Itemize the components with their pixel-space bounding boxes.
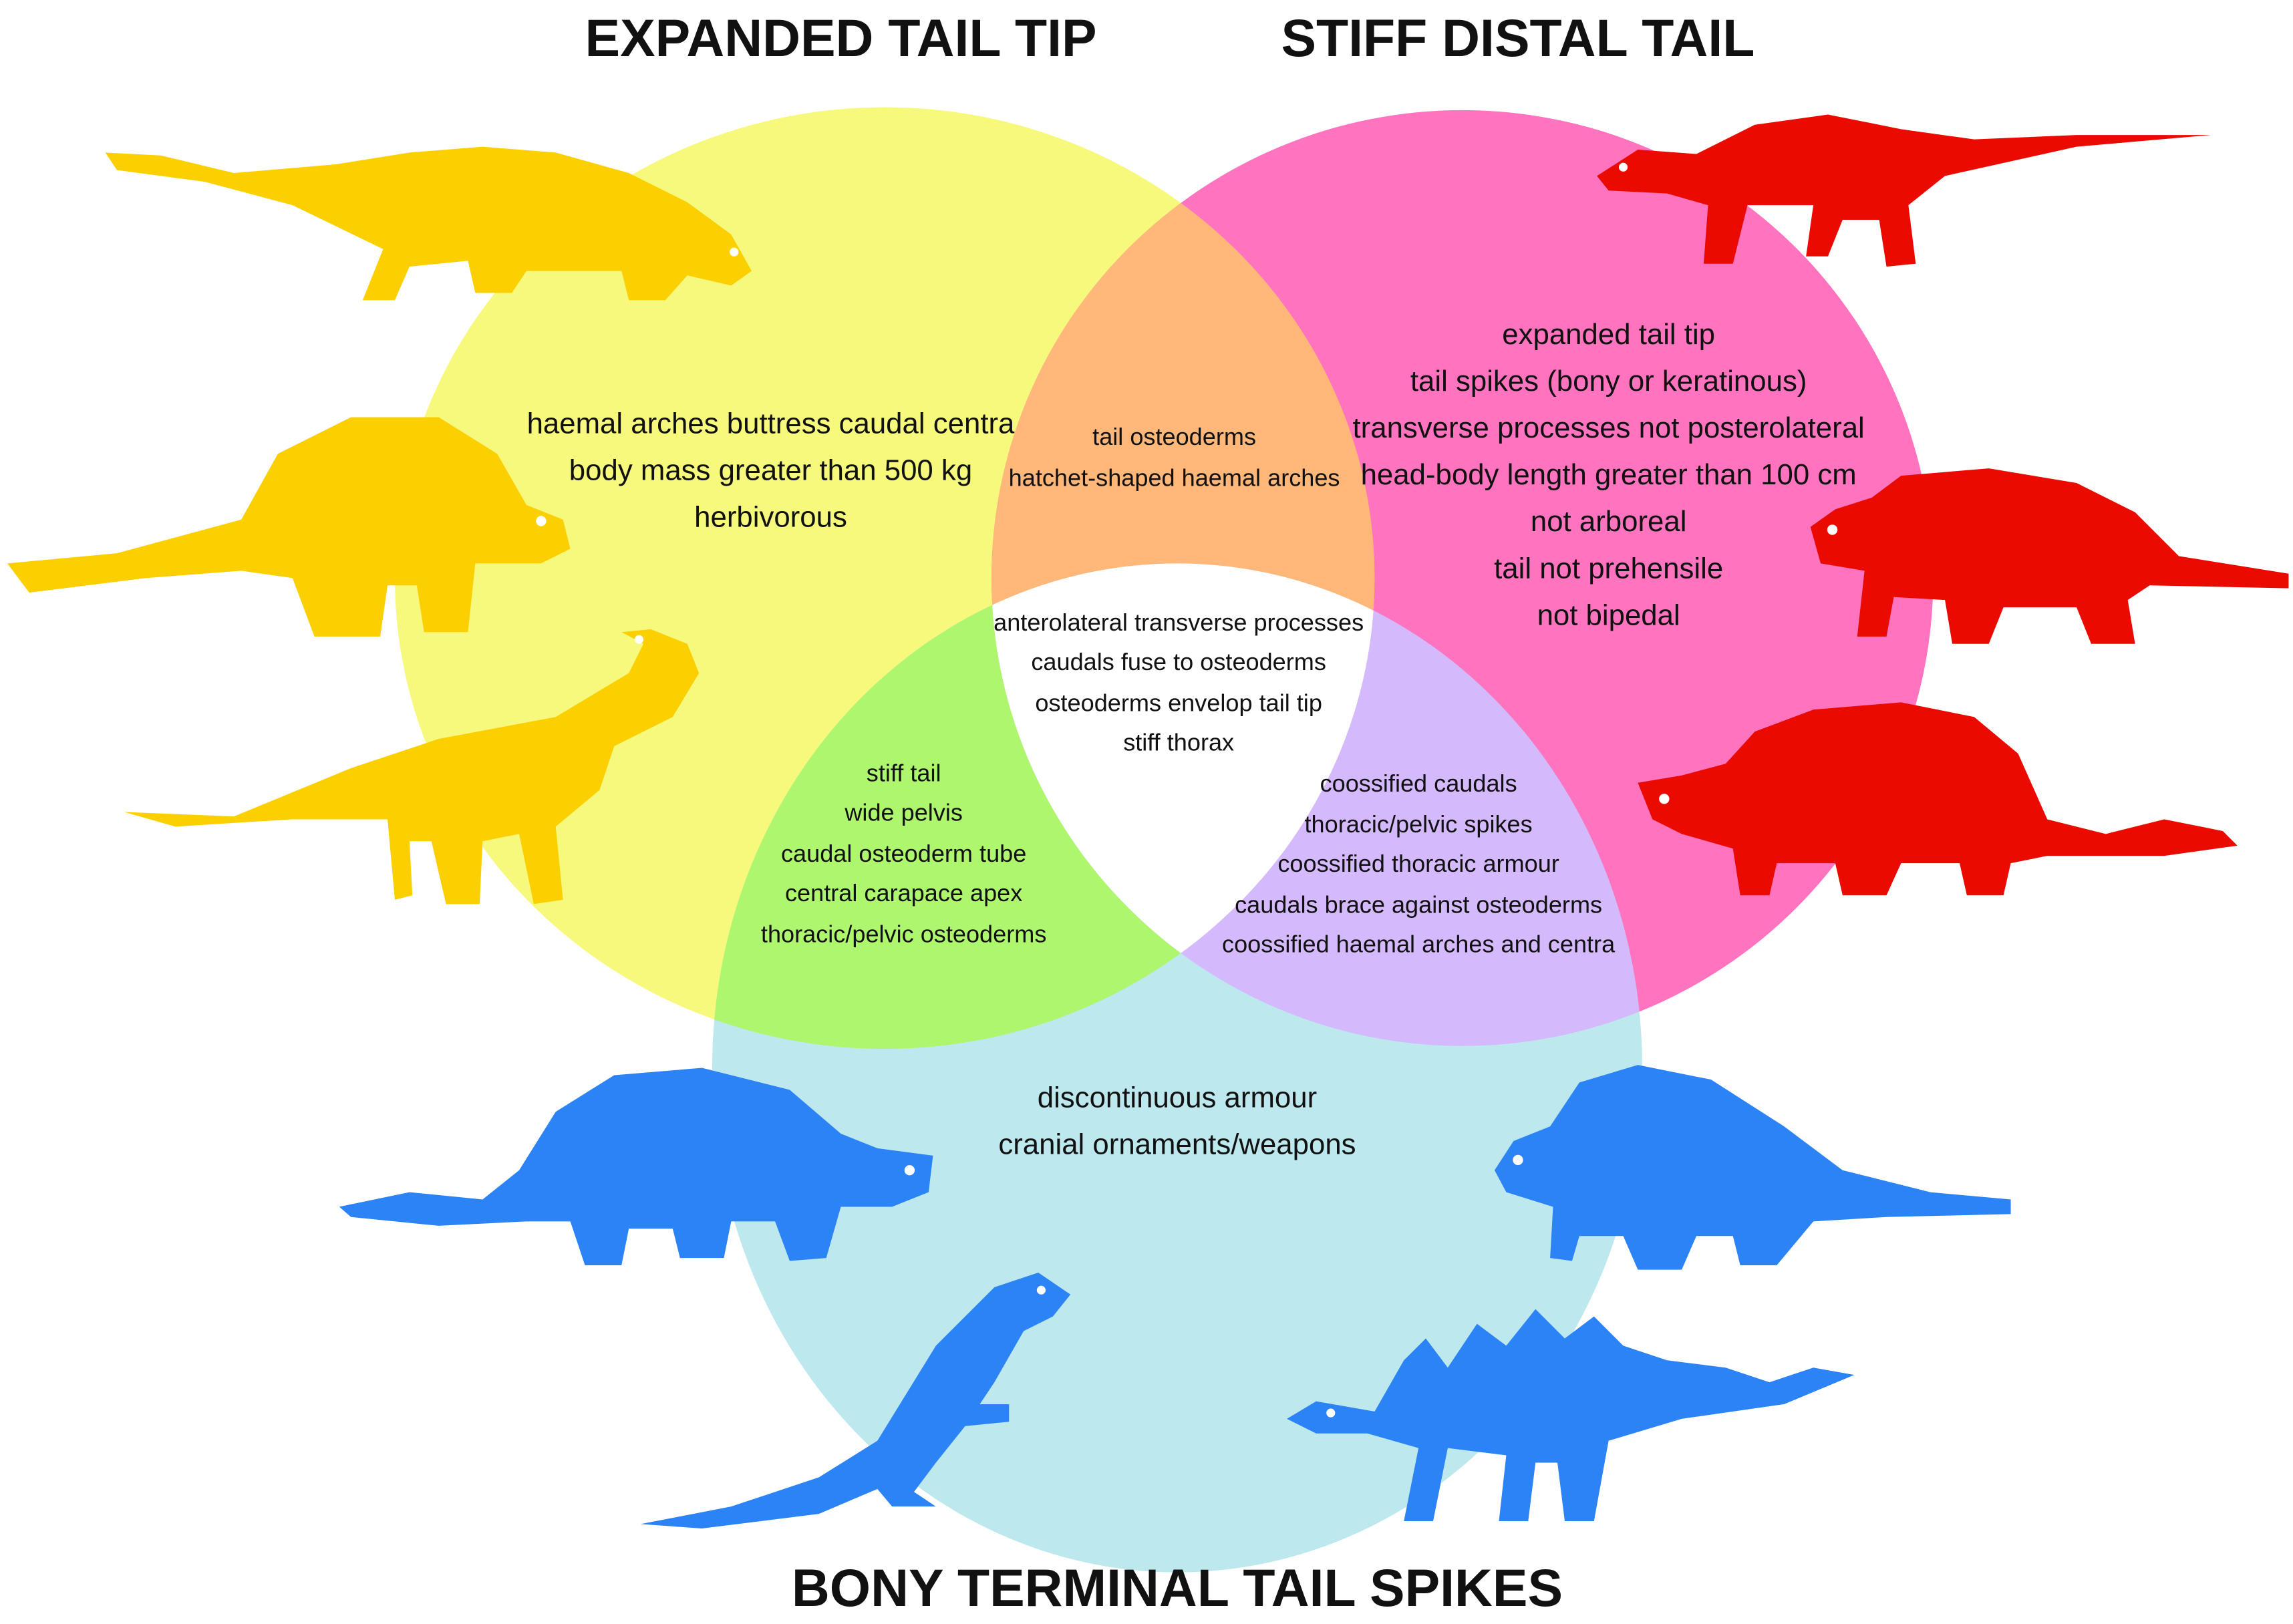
- trait: caudals brace against osteoderms: [1235, 891, 1602, 919]
- trait: not bipedal: [1537, 599, 1680, 631]
- title-stiff-distal-tail: STIFF DISTAL TAIL: [1281, 9, 1754, 67]
- trait: discontinuous armour: [1038, 1082, 1317, 1114]
- text-stiff-spikes: coossified caudals thoracic/pelvic spike…: [1222, 770, 1616, 958]
- overlap-stiff-spikes: [991, 563, 1642, 1046]
- trait: body mass greater than 500 kg: [569, 454, 972, 487]
- trait: thoracic/pelvic spikes: [1305, 810, 1533, 838]
- trait: stiff thorax: [1123, 729, 1234, 756]
- text-all-three: anterolateral transverse processes cauda…: [993, 609, 1364, 756]
- trait: coossified caudals: [1320, 770, 1517, 797]
- trait: caudal osteoderm tube: [781, 840, 1026, 867]
- trait: head-body length greater than 100 cm: [1361, 458, 1857, 491]
- text-expanded-only: haemal arches buttress caudal centra bod…: [527, 408, 1015, 534]
- text-spikes-only: discontinuous armour cranial ornaments/w…: [998, 1082, 1356, 1161]
- trait: stiff tail: [867, 760, 941, 787]
- trait: transverse processes not posterolateral: [1353, 412, 1865, 444]
- text-stiff-only: expanded tail tip tail spikes (bony or k…: [1353, 318, 1865, 631]
- overlap-expanded-spikes: [712, 563, 1375, 1049]
- text-expanded-spikes: stiff tail wide pelvis caudal osteoderm …: [761, 760, 1046, 948]
- trait: thoracic/pelvic osteoderms: [761, 920, 1046, 947]
- trait: hatchet-shaped haemal arches: [1009, 464, 1340, 491]
- trait: osteoderms envelop tail tip: [1035, 689, 1322, 716]
- glyptodont-silhouette-red: [1810, 468, 2289, 644]
- meiolaniid-turtle-silhouette-red: [1638, 702, 2238, 896]
- trait: herbivorous: [694, 501, 847, 534]
- trait: tail spikes (bony or keratinous): [1410, 365, 1807, 397]
- trait: caudals fuse to osteoderms: [1031, 648, 1326, 675]
- glyptodont-silhouette-blue-right: [1494, 1065, 2011, 1270]
- title-expanded-tail-tip: EXPANDED TAIL TIP: [585, 9, 1097, 67]
- trait: coossified haemal arches and centra: [1222, 931, 1616, 958]
- trait: expanded tail tip: [1502, 318, 1715, 351]
- title-bony-terminal-tail-spikes: BONY TERMINAL TAIL SPIKES: [792, 1559, 1563, 1617]
- trait: not arboreal: [1531, 505, 1687, 538]
- trait: central carapace apex: [785, 879, 1022, 907]
- stegosaur-silhouette-blue: [1287, 1309, 1855, 1522]
- trait: haemal arches buttress caudal centra: [527, 408, 1015, 440]
- ankylosaur-silhouette-yellow: [105, 146, 752, 301]
- trait: anterolateral transverse processes: [993, 609, 1364, 636]
- trait: cranial ornaments/weapons: [998, 1128, 1356, 1161]
- nodosaur-silhouette-red: [1597, 114, 2211, 267]
- glyptodont-silhouette-blue: [339, 1068, 933, 1266]
- trait: tail not prehensile: [1494, 552, 1723, 585]
- glyptodont-silhouette-yellow: [7, 417, 571, 637]
- trait: tail osteoderms: [1092, 423, 1256, 450]
- sauropodomorph-silhouette-yellow: [124, 629, 700, 905]
- lizard-silhouette-blue: [640, 1272, 1071, 1528]
- text-expanded-stiff: tail osteoderms hatchet-shaped haemal ar…: [1009, 423, 1340, 491]
- trait: coossified thoracic armour: [1277, 850, 1559, 877]
- trait: wide pelvis: [844, 799, 963, 826]
